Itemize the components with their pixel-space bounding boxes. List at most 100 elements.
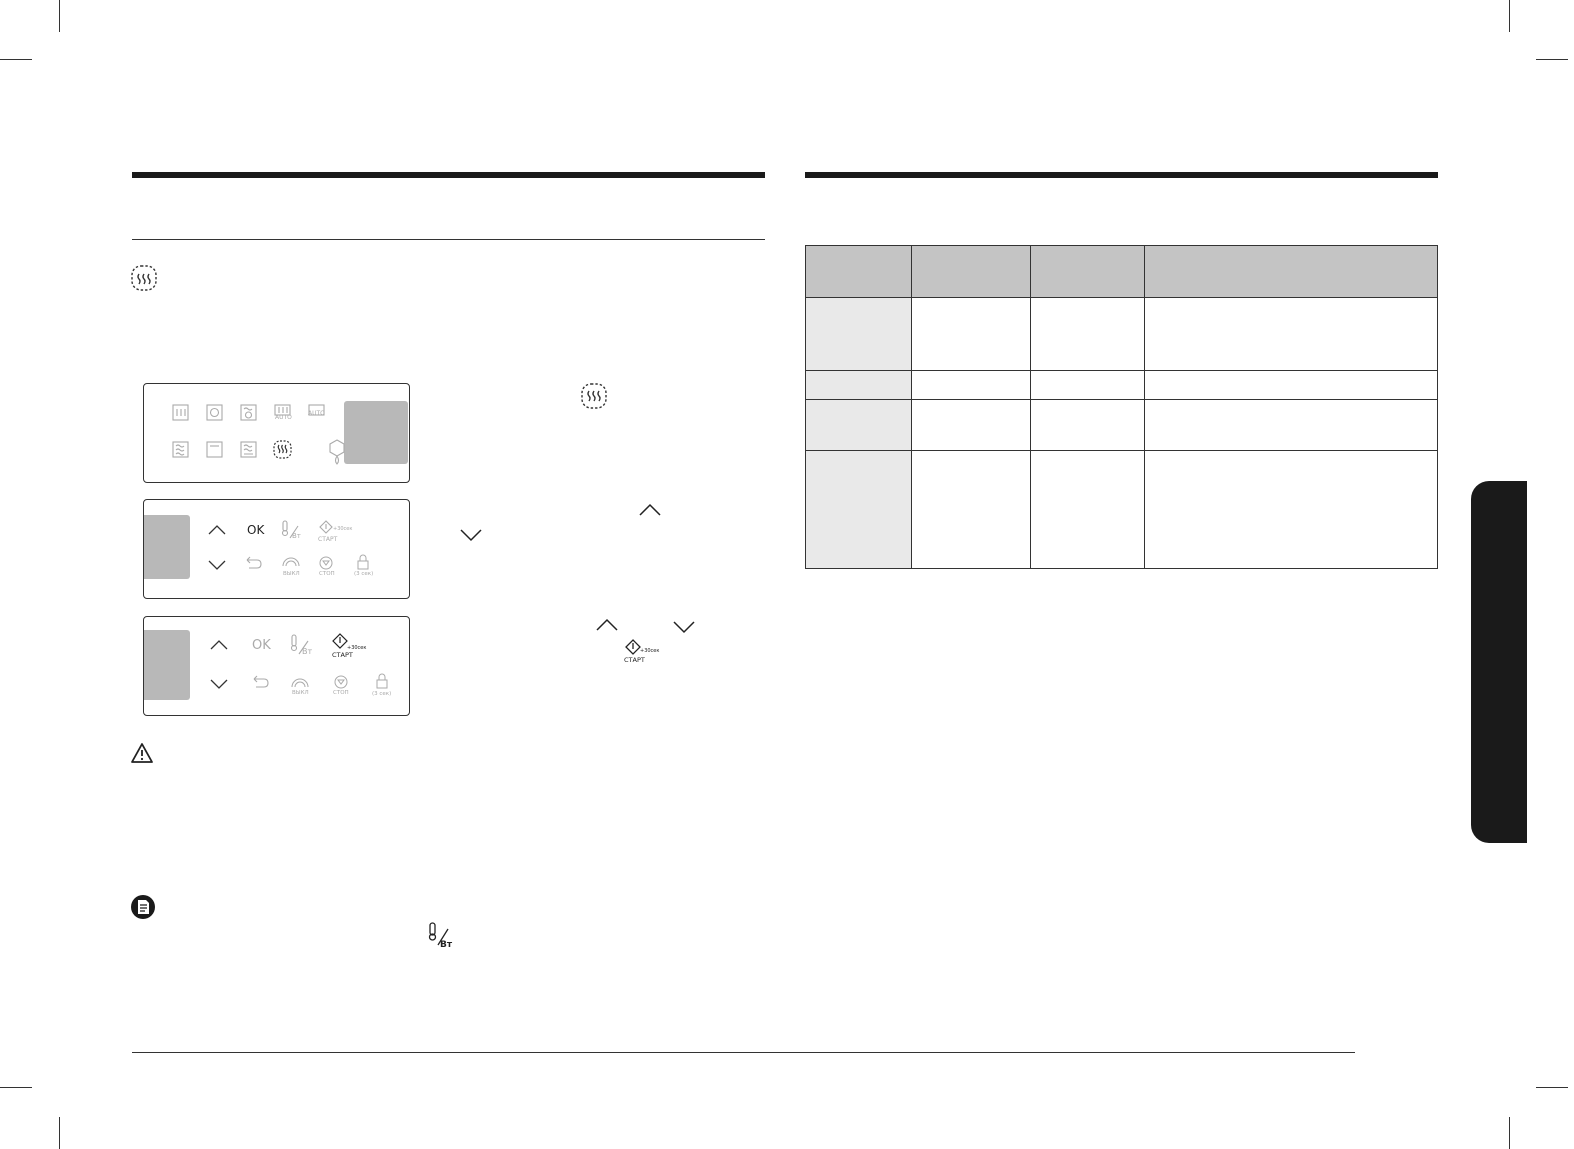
warning-triangle-icon <box>131 743 153 763</box>
start-timer-label: +30сек <box>347 645 366 651</box>
crop-mark <box>1536 1087 1568 1088</box>
ok-button[interactable]: OK <box>247 523 265 537</box>
chapter-tab <box>1471 481 1527 843</box>
auto-cook-icon[interactable] <box>274 404 291 416</box>
chevron-up-icon <box>639 503 661 516</box>
off-icon[interactable] <box>282 557 300 567</box>
cooking-guide-table <box>805 245 1438 569</box>
crop-mark <box>0 59 32 60</box>
start-timer-label: +30сек <box>640 648 659 654</box>
table-row <box>805 370 1438 400</box>
table-cell <box>1144 370 1438 400</box>
crop-mark <box>1509 1117 1510 1149</box>
temp-unit-label: Вт <box>440 940 453 949</box>
table-header-row <box>805 245 1438 298</box>
table-cell <box>1030 297 1145 371</box>
footer-rule <box>132 1052 1355 1053</box>
table-row <box>805 297 1438 371</box>
back-icon[interactable] <box>246 556 262 569</box>
chevron-up-icon[interactable] <box>210 640 228 650</box>
table-cell <box>805 370 912 400</box>
mode-panel: AUTO AUTO <box>143 383 410 483</box>
bake-mode-icon[interactable] <box>206 441 223 458</box>
left-subsection-rule <box>132 239 765 240</box>
temp-unit-label: Вт <box>292 532 301 540</box>
left-section-rule <box>132 172 765 178</box>
right-section-rule <box>805 172 1438 178</box>
off-label: ВЫКЛ <box>283 571 300 577</box>
chevron-down-icon <box>673 621 695 634</box>
deodorize-mode-icon[interactable] <box>329 439 345 465</box>
note-document-icon <box>131 895 155 919</box>
table-row <box>805 450 1438 569</box>
auto-defrost-label: AUTO <box>308 410 325 417</box>
ok-button[interactable]: OK <box>252 638 271 653</box>
thermometer-watt-icon[interactable] <box>281 520 299 539</box>
off-icon[interactable] <box>291 678 309 688</box>
chevron-up-icon <box>596 618 618 631</box>
steam-mode-icon-active[interactable] <box>273 440 292 459</box>
microwave-mode-icon[interactable] <box>172 441 189 458</box>
stop-icon[interactable] <box>334 675 348 689</box>
table-cell <box>1030 399 1145 451</box>
table-cell <box>1144 297 1438 371</box>
table-cell <box>1144 399 1438 451</box>
table-cell <box>911 370 1031 400</box>
start-label: СТАРТ <box>624 656 645 664</box>
thermometer-watt-icon[interactable] <box>290 634 309 655</box>
power-defrost-icon[interactable] <box>240 441 257 458</box>
table-row <box>805 399 1438 451</box>
control-panel-step3: OK Вт +30сек СТАРТ ВЫКЛ СТОП (3 сек) <box>143 616 410 716</box>
chevron-down-icon <box>460 529 482 542</box>
table-cell <box>1030 450 1145 569</box>
table-header-cell <box>1030 245 1145 298</box>
display-placeholder <box>344 401 408 464</box>
start-diamond-icon[interactable] <box>319 520 333 534</box>
table-header-cell <box>805 245 912 298</box>
start-timer-label: +30сек <box>333 526 352 532</box>
steam-heat-icon <box>581 383 607 409</box>
table-cell <box>805 399 912 451</box>
thermometer-watt-icon: Вт <box>428 922 453 949</box>
table-cell <box>1030 370 1145 400</box>
crop-mark <box>1536 59 1568 60</box>
table-cell <box>1144 450 1438 569</box>
stop-label: СТОП <box>333 690 349 696</box>
grill-mode-icon[interactable] <box>172 404 189 421</box>
table-cell <box>911 399 1031 451</box>
start-diamond-icon[interactable] <box>332 633 348 649</box>
off-label: ВЫКЛ <box>292 690 309 696</box>
crop-mark <box>59 0 60 32</box>
back-icon[interactable] <box>253 675 269 688</box>
convection-mode-icon[interactable] <box>206 404 223 421</box>
table-header-cell <box>911 245 1031 298</box>
start-label: СТАРТ <box>318 536 338 543</box>
crop-mark <box>59 1117 60 1149</box>
lock-icon[interactable] <box>357 554 369 570</box>
table-cell <box>911 297 1031 371</box>
stop-icon[interactable] <box>319 556 333 570</box>
start-label: СТАРТ <box>332 651 353 659</box>
auto-defrost-icon[interactable] <box>308 404 325 416</box>
table-cell <box>805 297 912 371</box>
crop-mark <box>1509 0 1510 32</box>
combi-mode-icon[interactable] <box>240 404 257 421</box>
steam-heat-icon <box>131 265 157 291</box>
lock-icon[interactable] <box>376 673 388 689</box>
table-cell <box>805 450 912 569</box>
display-placeholder <box>144 630 190 700</box>
control-panel-step2: OK Вт +30сек СТАРТ ВЫКЛ СТОП (3 сек) <box>143 499 410 599</box>
display-placeholder <box>144 515 190 579</box>
stop-label: СТОП <box>319 571 335 577</box>
crop-mark <box>0 1087 32 1088</box>
start-diamond-icon: +30сек СТАРТ <box>624 639 659 664</box>
chevron-down-icon[interactable] <box>210 679 228 689</box>
table-header-cell <box>1144 245 1438 298</box>
lock-label: (3 сек) <box>372 691 391 697</box>
chevron-up-icon[interactable] <box>208 525 226 535</box>
temp-unit-label: Вт <box>302 647 312 656</box>
table-cell <box>911 450 1031 569</box>
lock-label: (3 сек) <box>354 571 373 577</box>
auto-cook-label: AUTO <box>275 414 292 421</box>
chevron-down-icon[interactable] <box>208 560 226 570</box>
